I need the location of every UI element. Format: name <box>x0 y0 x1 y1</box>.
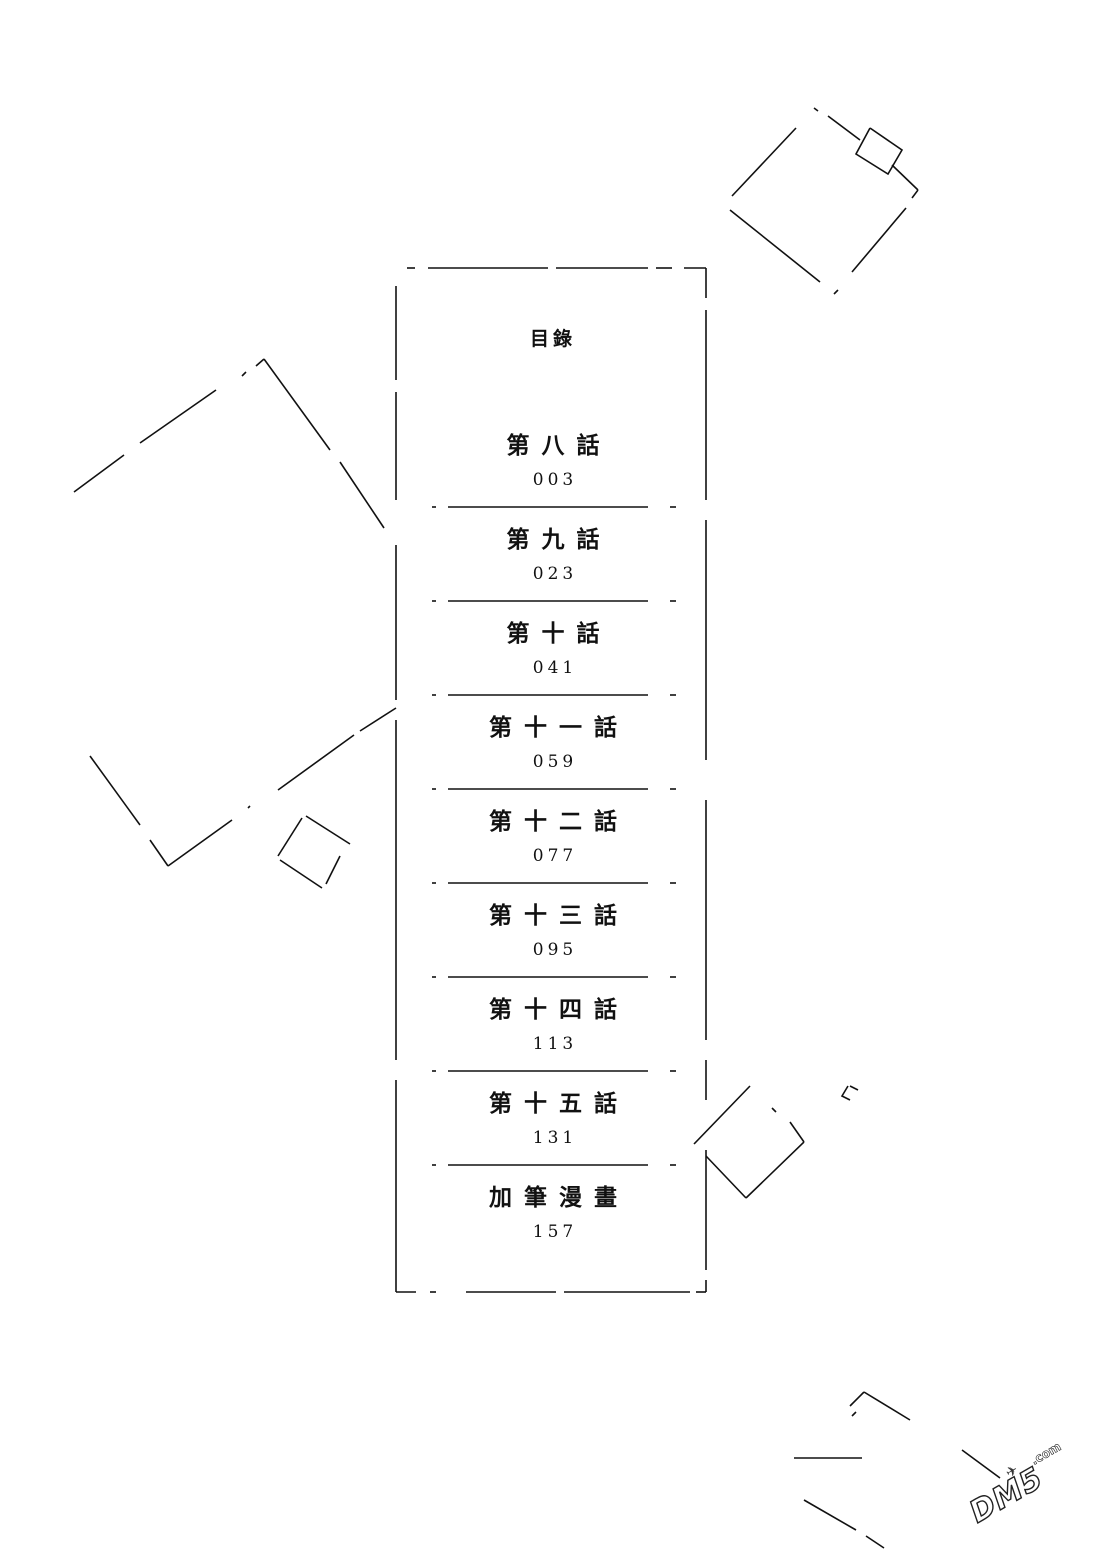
deco-small-square-left <box>277 815 351 889</box>
toc-entry-ch9: 第九話 023 <box>400 509 706 603</box>
toc-entry-ch13: 第十三話 095 <box>400 885 706 979</box>
toc-entry-ch10: 第十話 041 <box>400 603 706 697</box>
entry-title: 加筆漫畫 <box>489 1185 629 1211</box>
entry-page-number: 041 <box>532 658 578 678</box>
deco-square-left <box>73 358 397 867</box>
entry-separators <box>432 506 676 1166</box>
deco-square-lower-right <box>693 1085 859 1199</box>
entry-page-number: 113 <box>532 1034 578 1054</box>
toc-entry-ch11: 第十一話 059 <box>400 697 706 791</box>
toc-list: 第八話 003 第九話 023 第十話 041 第十一話 059 第十二話 07… <box>400 415 706 1261</box>
entry-title: 第十二話 <box>489 809 629 835</box>
toc-title: 目錄 <box>529 328 576 350</box>
toc-entry-ch15: 第十五話 131 <box>400 1073 706 1167</box>
toc-entry-extra-manga: 加筆漫畫 157 <box>400 1167 706 1261</box>
entry-page-number: 059 <box>532 752 578 772</box>
entry-page-number: 023 <box>532 564 578 584</box>
deco-square-top-right <box>729 107 919 295</box>
entry-page-number: 095 <box>532 940 578 960</box>
entry-page-number: 157 <box>532 1222 578 1242</box>
entry-page-number: 131 <box>532 1128 578 1148</box>
entry-title: 第十一話 <box>489 715 629 741</box>
watermark-suffix: .com <box>1028 1439 1064 1468</box>
entry-title: 第八話 <box>506 433 612 459</box>
toc-entry-ch8: 第八話 003 <box>400 415 706 509</box>
entry-title: 第十四話 <box>489 997 629 1023</box>
entry-title: 第十五話 <box>489 1091 629 1117</box>
toc-frame <box>395 267 707 1293</box>
toc-entry-ch14: 第十四話 113 <box>400 979 706 1073</box>
entry-title: 第九話 <box>506 527 612 553</box>
entry-page-number: 077 <box>532 846 578 866</box>
deco-square-bottom-right <box>794 1391 1001 1549</box>
entry-title: 第十話 <box>506 621 612 647</box>
entry-page-number: 003 <box>532 470 578 490</box>
entry-title: 第十三話 <box>489 903 629 929</box>
toc-entry-ch12: 第十二話 077 <box>400 791 706 885</box>
